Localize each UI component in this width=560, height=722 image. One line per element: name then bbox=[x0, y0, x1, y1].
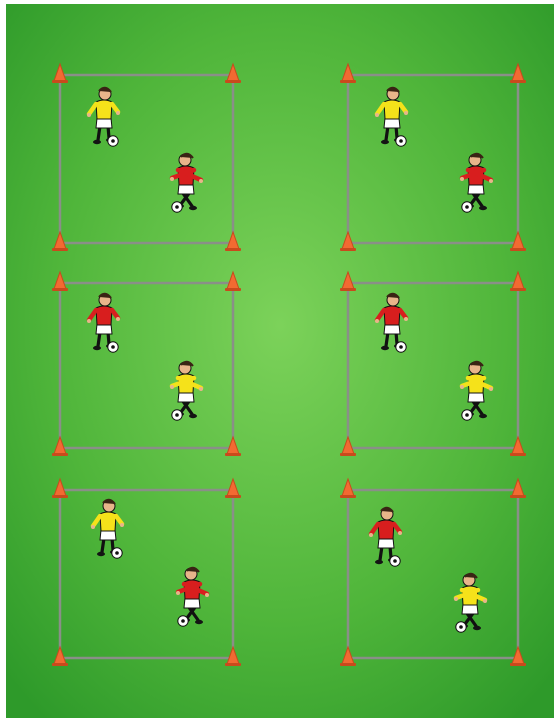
football bbox=[462, 202, 472, 212]
football bbox=[108, 342, 118, 352]
football bbox=[172, 410, 182, 420]
football bbox=[456, 622, 466, 632]
football bbox=[390, 556, 400, 566]
football bbox=[112, 548, 122, 558]
football bbox=[178, 616, 188, 626]
football bbox=[396, 342, 406, 352]
football bbox=[462, 410, 472, 420]
football bbox=[172, 202, 182, 212]
football bbox=[396, 136, 406, 146]
football bbox=[108, 136, 118, 146]
